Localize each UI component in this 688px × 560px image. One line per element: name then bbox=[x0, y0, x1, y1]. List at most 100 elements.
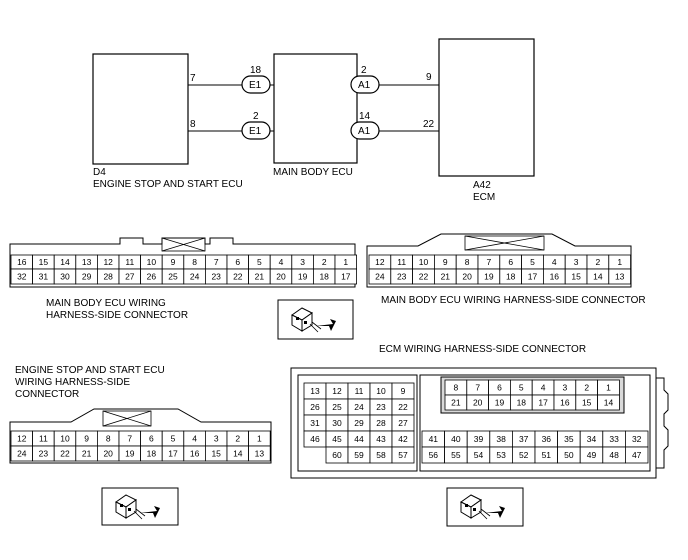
engine-stop-start-ecu-box bbox=[92, 53, 189, 165]
connector-pin-label: 22 bbox=[419, 272, 429, 282]
connector-pin: 16 bbox=[10, 254, 34, 270]
connector-pin-label: 40 bbox=[451, 434, 461, 444]
connector-pin-label: 39 bbox=[474, 434, 484, 444]
connector-pin-label: 19 bbox=[484, 272, 494, 282]
connector-pin: 13 bbox=[303, 382, 327, 400]
connector-pin: 20 bbox=[466, 394, 489, 411]
a42-pin-lower: 22 bbox=[423, 119, 435, 130]
connector-pin-label: 14 bbox=[604, 398, 614, 408]
connector-pin: 47 bbox=[625, 446, 649, 464]
connector-pin: 12 bbox=[368, 254, 392, 270]
connector-pin-label: 7 bbox=[487, 257, 492, 267]
connector-pin-label: 13 bbox=[82, 257, 92, 267]
connector-pin-label: 18 bbox=[147, 449, 157, 459]
connector-pin-label: 6 bbox=[149, 434, 154, 444]
connector-pin: 13 bbox=[75, 254, 98, 270]
connector-pin-label: 49 bbox=[587, 450, 597, 460]
connector-pin: 25 bbox=[161, 268, 185, 285]
connector-pin: 42 bbox=[391, 430, 415, 448]
connector-pin-label: 13 bbox=[310, 386, 320, 396]
connector-pin-label: 21 bbox=[441, 272, 451, 282]
connector-pin-label: 48 bbox=[609, 450, 619, 460]
connector-pin-label: 34 bbox=[587, 434, 597, 444]
connector-pin-label: 20 bbox=[473, 398, 483, 408]
inline-connectors bbox=[241, 75, 380, 140]
connector-pin-label: 5 bbox=[519, 383, 524, 393]
connector-pin: 6 bbox=[499, 254, 522, 270]
connector-pin-label: 26 bbox=[147, 272, 157, 282]
connector-pin-label: 5 bbox=[530, 257, 535, 267]
e1-upper-conn: E1 bbox=[249, 80, 262, 91]
connector-pin-label: 47 bbox=[632, 450, 642, 460]
connector-pin: 24 bbox=[347, 398, 371, 416]
connector-pin-label: 8 bbox=[192, 257, 197, 267]
connector-pin-label: 9 bbox=[171, 257, 176, 267]
connector-pin-label: 11 bbox=[125, 257, 134, 267]
connector-pin: 10 bbox=[369, 382, 393, 400]
connector-pin-label: 18 bbox=[517, 398, 527, 408]
wires bbox=[188, 84, 439, 132]
connector-pin-label: 23 bbox=[211, 272, 221, 282]
a1-title: MAIN BODY ECU WIRING HARNESS-SIDE CONNEC… bbox=[381, 295, 646, 306]
connector-pin: 3 bbox=[291, 254, 314, 270]
connector-pin-label: 22 bbox=[60, 449, 70, 459]
connector-pin: 59 bbox=[347, 446, 371, 464]
connector-pin-label: 18 bbox=[319, 272, 329, 282]
connector-pin-label: 17 bbox=[168, 449, 178, 459]
connector-pin-label: 46 bbox=[310, 434, 320, 444]
connector-pin-label: 38 bbox=[496, 434, 506, 444]
connector-pin-label: 12 bbox=[103, 257, 113, 267]
connector-pin: 1 bbox=[597, 379, 620, 396]
connector-pin-label: 14 bbox=[233, 449, 243, 459]
connector-pin-label: 2 bbox=[322, 257, 327, 267]
connector-pin: 21 bbox=[433, 268, 457, 285]
connector-pin: 17 bbox=[161, 445, 185, 462]
connector-pin: 9 bbox=[391, 382, 415, 400]
connector-pin: 32 bbox=[625, 430, 649, 448]
connector-pin: 11 bbox=[347, 382, 371, 400]
connector-pin: 26 bbox=[303, 398, 327, 416]
connector-pin: 49 bbox=[579, 446, 604, 464]
connector-pin-label: 19 bbox=[125, 449, 135, 459]
connector-pin: 10 bbox=[140, 254, 163, 270]
e1-lower-conn: E1 bbox=[249, 126, 262, 137]
connector-pin: 10 bbox=[412, 254, 435, 270]
connector-pin: 16 bbox=[553, 394, 577, 411]
connector-pin: 18 bbox=[499, 268, 522, 285]
connector-pin: 1 bbox=[334, 254, 358, 270]
connector-pin-label: 10 bbox=[419, 257, 429, 267]
connector-pin-label: 55 bbox=[451, 450, 461, 460]
connector-pin-label: 45 bbox=[332, 434, 342, 444]
e1-title-line1: MAIN BODY ECU WIRING bbox=[46, 298, 166, 309]
connector-pin-label: 17 bbox=[528, 272, 538, 282]
connector-pin-label: 33 bbox=[609, 434, 619, 444]
connector-pin-label: 25 bbox=[332, 402, 342, 412]
connector-pin: 5 bbox=[509, 379, 533, 396]
connector-pin: 30 bbox=[53, 268, 77, 285]
connector-pin-label: 8 bbox=[106, 434, 111, 444]
connector-pin-label: 3 bbox=[574, 257, 579, 267]
connector-pin: 26 bbox=[140, 268, 163, 285]
connector-pin-label: 8 bbox=[454, 383, 459, 393]
a42-pin-upper: 9 bbox=[426, 72, 432, 83]
connector-pin: 40 bbox=[444, 430, 468, 448]
connector-pin: 1 bbox=[248, 430, 271, 447]
connector-pin-label: 18 bbox=[506, 272, 516, 282]
connector-pin-label: 22 bbox=[233, 272, 243, 282]
d4-title-line2: WIRING HARNESS-SIDE bbox=[15, 377, 130, 388]
connector-pin: 1 bbox=[608, 254, 631, 270]
connector-pin: 13 bbox=[248, 445, 271, 462]
connector-pin-label: 6 bbox=[497, 383, 502, 393]
connector-pin: 18 bbox=[312, 268, 336, 285]
connector-pin: 9 bbox=[433, 254, 457, 270]
connector-pin: 58 bbox=[369, 446, 393, 464]
connector-pin-label: 27 bbox=[398, 418, 408, 428]
connector-pin-label: 31 bbox=[39, 272, 49, 282]
connector-pin: 28 bbox=[369, 414, 393, 432]
connector-view-icon bbox=[277, 299, 354, 340]
connector-pin: 27 bbox=[118, 268, 142, 285]
connector-pin-label: 29 bbox=[82, 272, 92, 282]
connector-pin-label: 15 bbox=[211, 449, 221, 459]
